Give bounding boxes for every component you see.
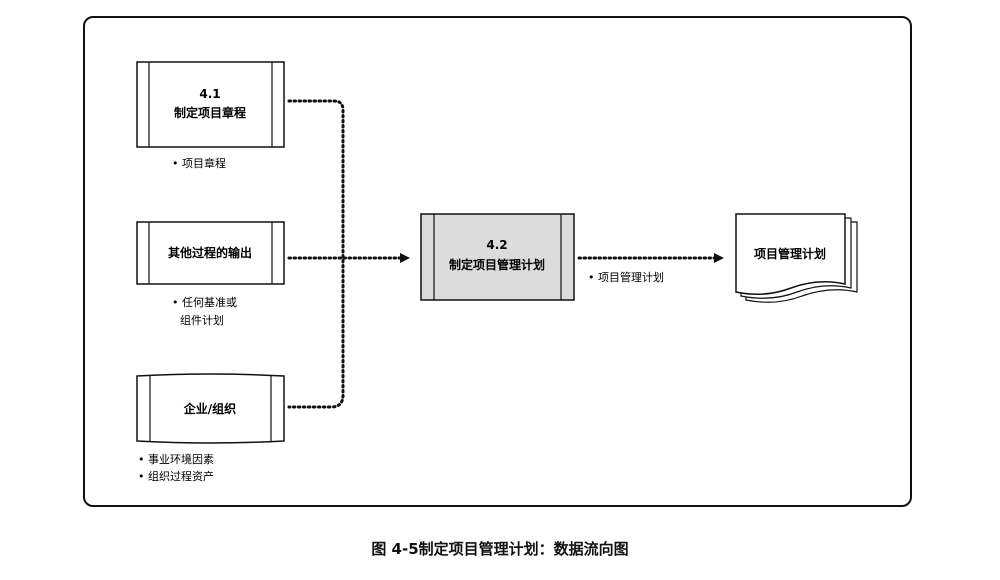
figure-caption: 图 4-5制定项目管理计划：数据流向图 [371,540,629,558]
other-outputs-box: 其他过程的输出 [136,221,285,285]
charter-number: 4.1 [199,87,220,101]
plan-process-title: 制定项目管理计划 [449,257,545,272]
collector-flow-line [287,99,345,409]
flow-lines [287,99,724,409]
plan-document-title: 项目管理计划 [754,246,826,261]
charter-title: 制定项目章程 [174,105,246,120]
other-outputs-note-line1: • 任何基准或 [172,296,237,309]
enterprise-title: 企业/组织 [183,401,236,416]
diagram-frame [83,16,912,507]
plan-process-number: 4.2 [486,238,507,252]
charter-note: • 项目章程 [172,156,226,170]
other-outputs-note-line2: 组件计划 [180,313,224,327]
enterprise-note-line2: • 组织过程资产 [138,469,214,483]
plan-process-box: 4.2 制定项目管理计划 [420,213,575,301]
enterprise-box: 企业/组织 [136,373,285,444]
output-note: • 项目管理计划 [588,270,664,284]
enterprise-note-line1: • 事业环境因素 [138,452,214,466]
other-outputs-title: 其他过程的输出 [168,245,252,260]
plan-document-stack: 项目管理计划 [735,213,858,303]
charter-process-box: 4.1 制定项目章程 [136,61,285,148]
